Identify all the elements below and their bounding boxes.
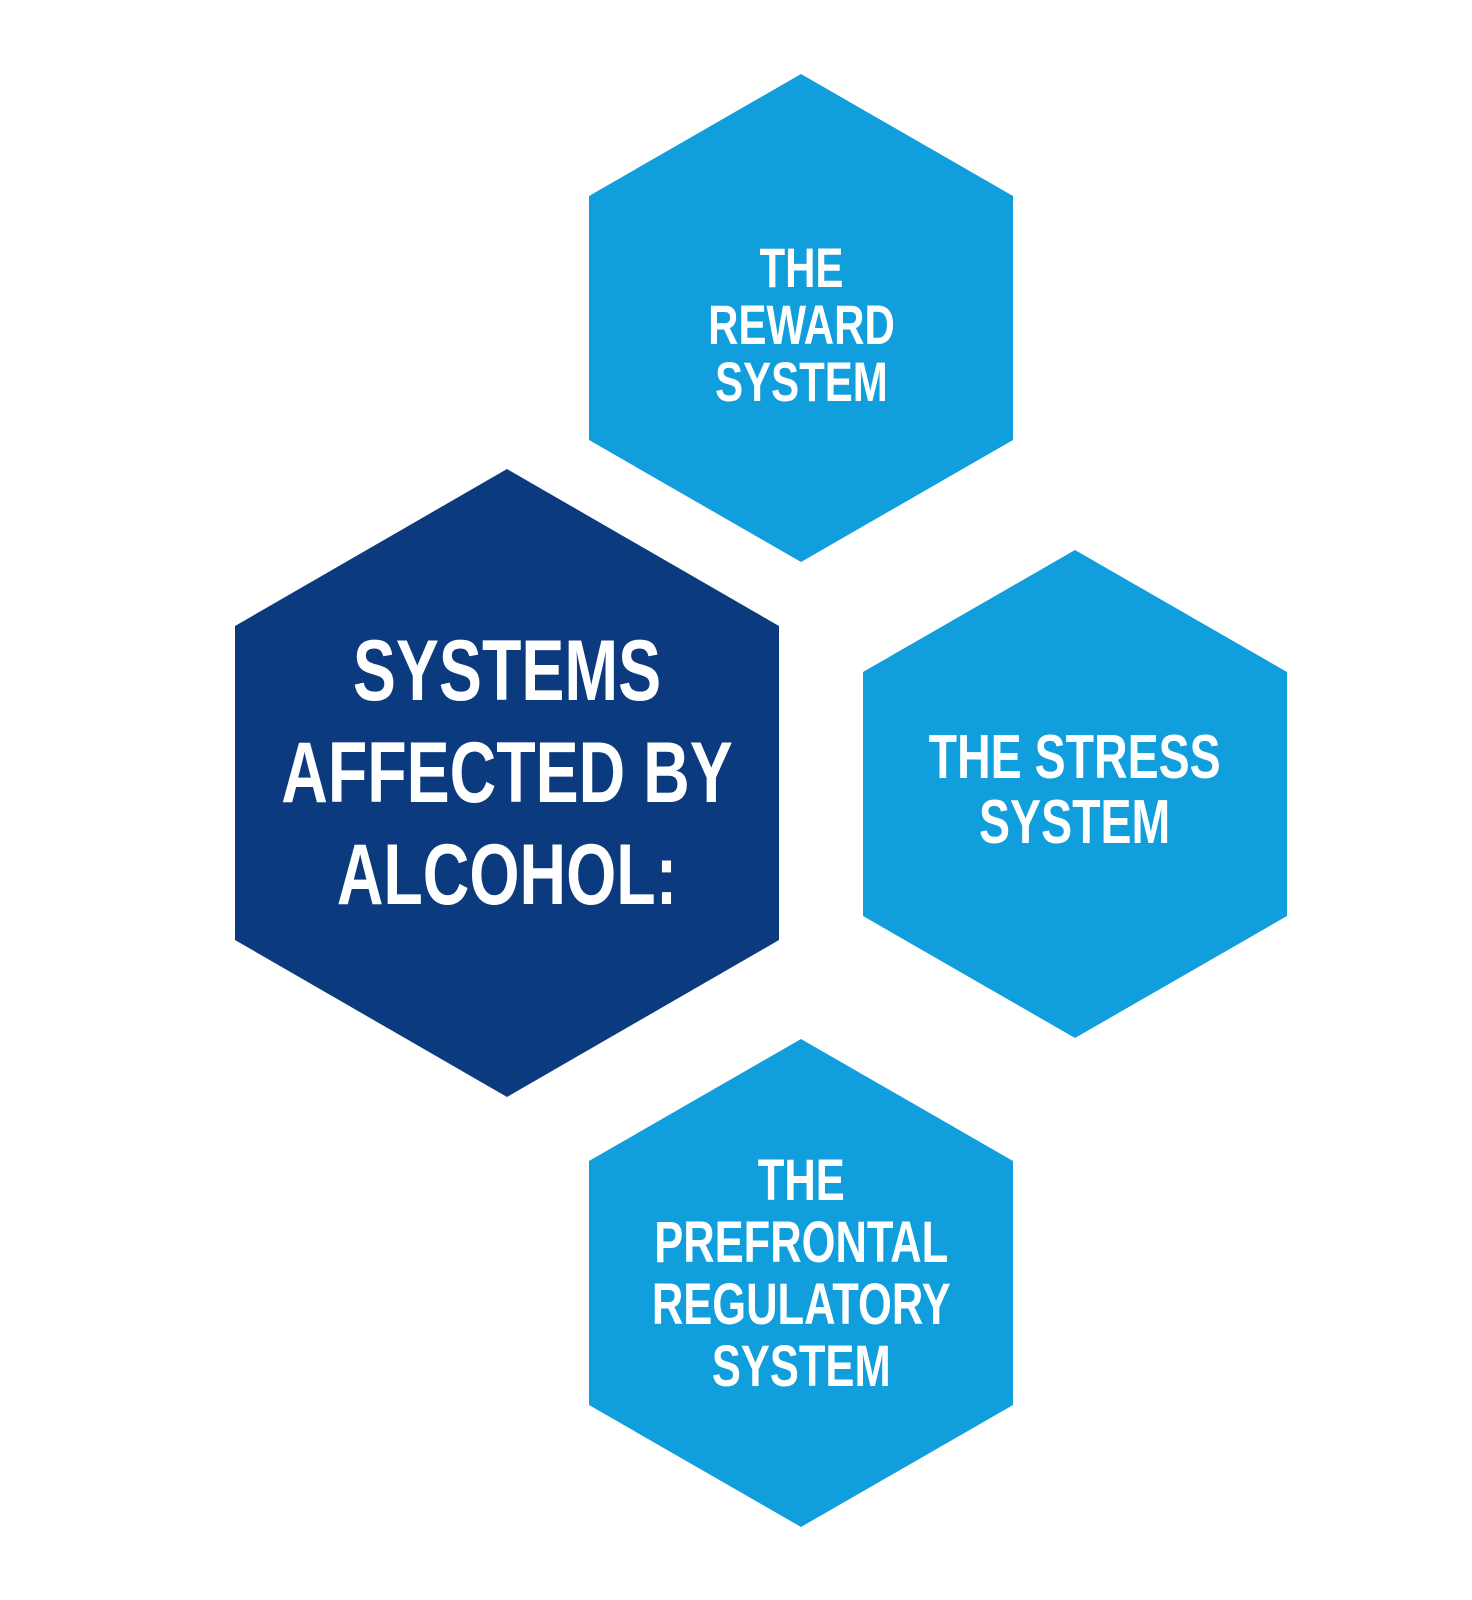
stress-system-label: THE STRESS SYSTEM <box>929 725 1221 855</box>
hexagon-systems-affected-title: SYSTEMS AFFECTED BY ALCOHOL: <box>235 469 779 1097</box>
reward-system-label: THE REWARD SYSTEM <box>708 239 895 410</box>
label-line: THE <box>757 1148 845 1213</box>
label-line: PREFRONTAL <box>653 1210 948 1275</box>
hexagon-prefrontal-regulatory-system: THE PREFRONTAL REGULATORY SYSTEM <box>589 1039 1013 1527</box>
label-line: THE STRESS <box>929 722 1221 792</box>
systems-affected-title-label: SYSTEMS AFFECTED BY ALCOHOL: <box>281 620 733 926</box>
label-line: REGULATORY <box>651 1272 951 1337</box>
label-line: REWARD <box>707 292 895 356</box>
hexagon-reward-system: THE REWARD SYSTEM <box>589 74 1013 562</box>
label-line: SYSTEMS <box>352 623 662 719</box>
prefrontal-regulatory-system-label: THE PREFRONTAL REGULATORY SYSTEM <box>652 1150 951 1398</box>
label-line: THE <box>758 235 843 299</box>
hexagon-stress-system: THE STRESS SYSTEM <box>863 550 1287 1038</box>
label-line: AFFECTED BY <box>281 725 733 821</box>
label-line: ALCOHOL: <box>336 827 678 923</box>
label-line: SYSTEM <box>711 1334 891 1399</box>
label-line: SYSTEM <box>979 787 1171 857</box>
label-line: SYSTEM <box>714 349 888 413</box>
